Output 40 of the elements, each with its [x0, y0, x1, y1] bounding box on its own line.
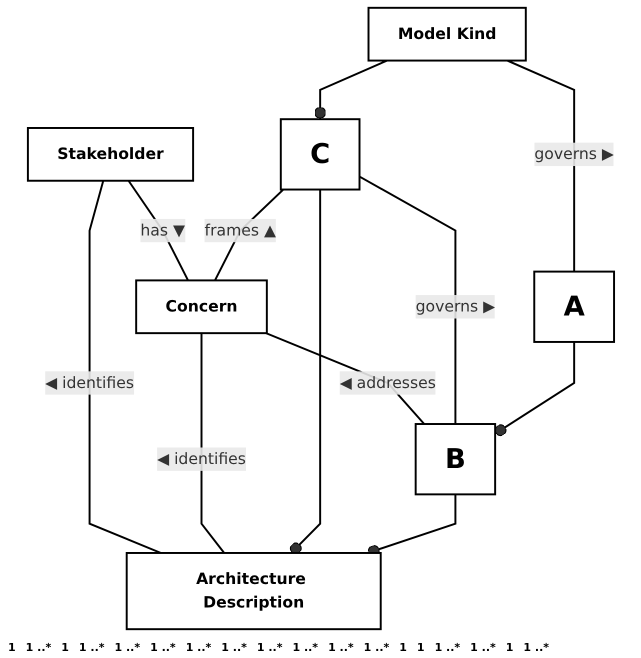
multiplicity-label: 1 — [61, 641, 69, 654]
multiplicity-label: 1 — [416, 641, 425, 654]
multiplicity-label: 1 ..* — [328, 641, 354, 654]
multiplicity-label: 1 ..* — [150, 641, 176, 654]
multiplicity-label: 1 ..* — [434, 641, 460, 654]
edge-label: governs ▶ — [534, 144, 614, 164]
multiplicity-label: 1 ..* — [114, 641, 140, 654]
node-box: C — [279, 118, 360, 191]
multiplicity-label: 1 ..* — [186, 641, 212, 654]
multiplicity-label: 1 ..* — [292, 641, 318, 654]
edge-label: frames ▲ — [204, 220, 276, 240]
edge-label: has ▼ — [140, 220, 185, 240]
connector — [88, 180, 161, 554]
edge-label: ◀ identifies — [44, 373, 134, 392]
multiplicity-label: 1 ..* — [256, 641, 282, 654]
multiplicity-label: 1 ..* — [221, 641, 247, 654]
edge-label: governs ▶ — [415, 297, 495, 316]
edge-label: ◀ addresses — [339, 373, 436, 392]
multiplicity-label: 1 ..* — [78, 641, 104, 654]
node-box: Concern — [134, 279, 268, 334]
multiplicity-label: 1 ..* — [470, 641, 496, 654]
connector — [358, 176, 456, 424]
connector — [506, 60, 575, 272]
node-box: Model Kind — [367, 6, 526, 62]
node-box: B — [414, 423, 496, 496]
multiplicity-label: 1 ..* — [523, 641, 549, 654]
connector — [494, 342, 575, 436]
connector — [127, 180, 188, 281]
node-box: A — [532, 270, 615, 343]
connector — [314, 60, 387, 120]
multiplicity-label: 1 ..* — [26, 641, 52, 654]
node-box: Stakeholder — [26, 127, 194, 182]
connector — [289, 190, 321, 554]
edge-label: ◀ identifies — [156, 449, 246, 468]
connector — [200, 333, 224, 554]
multiplicity-label: 1 ..* — [364, 641, 390, 654]
multiplicity-label: 1 — [506, 641, 514, 654]
multiplicity-label: 1 — [399, 641, 407, 654]
multiplicity-label: 1 — [8, 641, 16, 654]
node-box: Architecture Description — [125, 552, 382, 630]
